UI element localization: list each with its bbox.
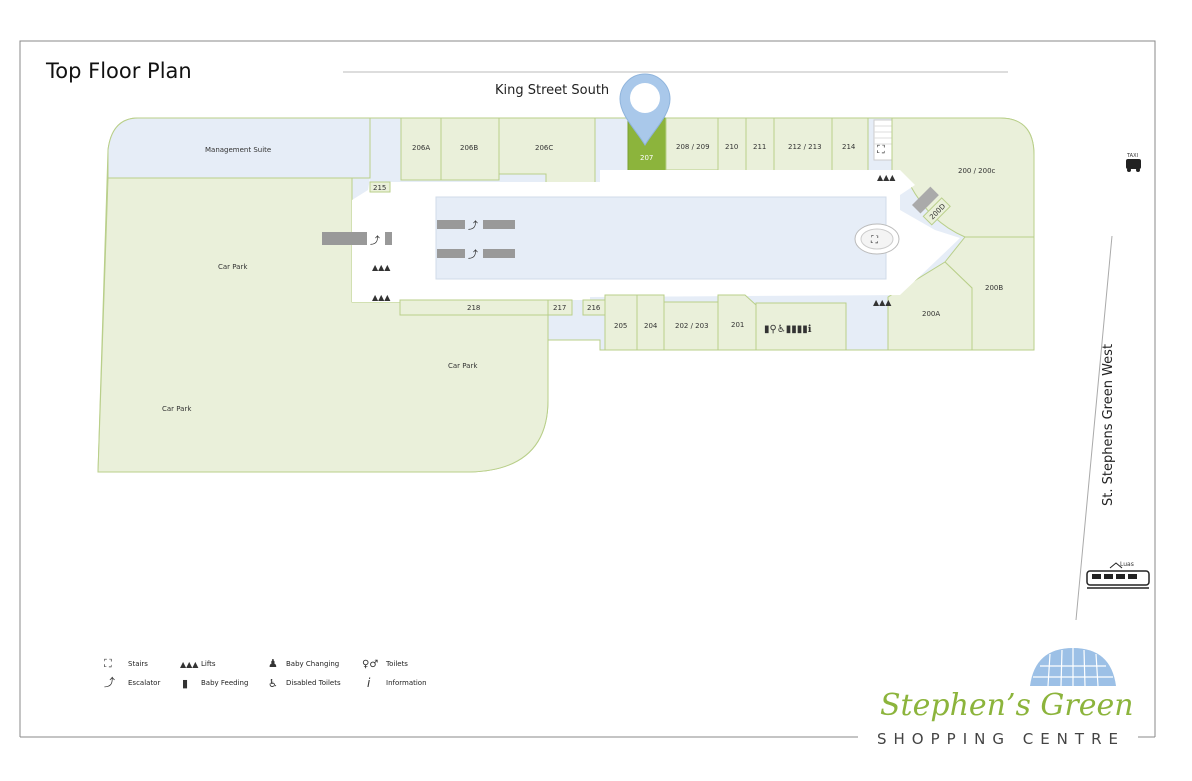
legend-disabled-toilets-label: Disabled Toilets xyxy=(286,679,341,687)
unit-208-209[interactable] xyxy=(665,117,719,171)
escalator-icon-1: ⤴ xyxy=(468,219,478,232)
escalator-1a xyxy=(437,220,465,229)
legend-information-label: Information xyxy=(386,679,427,687)
central-atrium xyxy=(435,196,887,280)
legend-baby-changing-icon: ♟ xyxy=(268,657,278,670)
unit-206a[interactable] xyxy=(400,117,442,181)
unit-205[interactable] xyxy=(604,294,638,351)
escalator-2a xyxy=(437,249,465,258)
unit-200a-label: 200A xyxy=(922,310,940,318)
taxi-label: TAXI xyxy=(1126,153,1138,159)
facilities-block xyxy=(755,302,847,351)
unit-200a[interactable] xyxy=(887,261,973,351)
escalator-1b xyxy=(483,220,515,229)
legend-lifts-label: Lifts xyxy=(201,660,216,668)
escalator-west-b xyxy=(385,232,392,245)
car-park-label-3: Car Park xyxy=(162,405,192,413)
brand-name: Stephen’s Green xyxy=(880,688,1134,723)
street-north: King Street South xyxy=(495,83,609,98)
bottom-shop-row: 218 217 216 205 204 202 / 203 201 ▮⚲♿▮▮▮… xyxy=(399,294,847,351)
unit-200d-shop xyxy=(922,197,951,226)
unit-217-label: 217 xyxy=(553,304,566,312)
page-title: Top Floor Plan xyxy=(45,59,192,83)
escalator-group xyxy=(322,220,515,258)
legend-baby-feeding-label: Baby Feeding xyxy=(201,679,248,687)
unit-217[interactable] xyxy=(547,299,573,316)
unit-215[interactable] xyxy=(369,181,391,193)
car-park-label-1: Car Park xyxy=(218,263,248,271)
map-frame xyxy=(19,40,1156,737)
management-suite-label: Management Suite xyxy=(205,146,271,154)
legend-stairs-icon: ⛶ xyxy=(104,657,112,670)
location-pin-icon[interactable] xyxy=(619,73,671,146)
lift-icon-2: ▲▲▲ xyxy=(372,293,391,302)
legend-escalator-icon: ⤴ xyxy=(104,675,115,689)
unit-208-label: 208 / 209 xyxy=(676,143,710,151)
unit-207-label: 207 xyxy=(640,154,653,162)
unit-214-label: 214 xyxy=(842,143,856,151)
unit-218-label: 218 xyxy=(467,304,480,312)
escalator-icon-3: ⤴ xyxy=(370,234,380,247)
unit-206b-label: 206B xyxy=(460,144,478,152)
luas-label: Luas xyxy=(1120,561,1134,568)
luas-tram-icon xyxy=(1086,562,1150,589)
legend-lifts-icon: ▲▲▲ xyxy=(180,660,199,669)
legend: ⛶ Stairs ⤴ Escalator ▲▲▲ Lifts ▮ Baby Fe… xyxy=(104,657,427,690)
unit-216-label: 216 xyxy=(587,304,601,312)
legend-baby-feeding-icon: ▮ xyxy=(182,677,188,690)
legend-stairs-label: Stairs xyxy=(128,660,148,668)
legend-escalator-label: Escalator xyxy=(128,679,160,687)
unit-215-label: 215 xyxy=(373,184,386,192)
escalator-icon-2: ⤴ xyxy=(468,248,478,261)
legend-toilets-label: Toilets xyxy=(385,660,408,668)
legend-toilets-icon: ♀♂ xyxy=(362,659,378,670)
dome-logo-icon xyxy=(1030,648,1116,687)
unit-206c-label: 206C xyxy=(535,144,553,152)
taxi-icon xyxy=(1126,159,1141,172)
lift-icon-4: ▲▲▲ xyxy=(873,298,892,307)
unit-212-label: 212 / 213 xyxy=(788,143,822,151)
stairs-steps xyxy=(874,125,892,145)
legend-information-icon: i xyxy=(367,676,371,690)
unit-202-label: 202 / 203 xyxy=(675,322,709,330)
legend-baby-changing-label: Baby Changing xyxy=(286,660,339,668)
unit-200d-escalator xyxy=(912,186,939,214)
unit-200c-label: 200 / 200c xyxy=(958,167,996,175)
lift-icon-1: ▲▲▲ xyxy=(372,263,391,272)
street-east: St. Stephens Green West xyxy=(1101,344,1116,506)
unit-204[interactable] xyxy=(636,294,665,351)
brand-subtitle: SHOPPING CENTRE xyxy=(877,730,1125,748)
lift-icon-3: ▲▲▲ xyxy=(877,173,896,182)
escalator-2b xyxy=(483,249,515,258)
unit-204-label: 204 xyxy=(644,322,658,330)
unit-200b-label: 200B xyxy=(985,284,1003,292)
stairs-icon: ⛶ xyxy=(877,143,885,156)
legend-disabled-toilets-icon: ♿ xyxy=(268,677,278,690)
unit-202-203[interactable] xyxy=(663,301,719,351)
unit-206b[interactable] xyxy=(440,117,500,181)
escalator-west-a xyxy=(322,232,367,245)
unit-205-label: 205 xyxy=(614,322,627,330)
unit-211-label: 211 xyxy=(753,143,766,151)
spiral-stair-icon: ⛶ xyxy=(870,235,879,246)
car-park-label-2: Car Park xyxy=(448,362,478,370)
street-east-line xyxy=(1075,235,1113,621)
unit-206a-label: 206A xyxy=(412,144,430,152)
unit-210-label: 210 xyxy=(725,143,738,151)
spiral-stair-inner xyxy=(860,228,894,250)
management-suite[interactable] xyxy=(107,117,371,179)
unit-201-label: 201 xyxy=(731,321,744,329)
facilities-icons: ▮⚲♿▮▮▮▮ℹ xyxy=(764,324,812,335)
